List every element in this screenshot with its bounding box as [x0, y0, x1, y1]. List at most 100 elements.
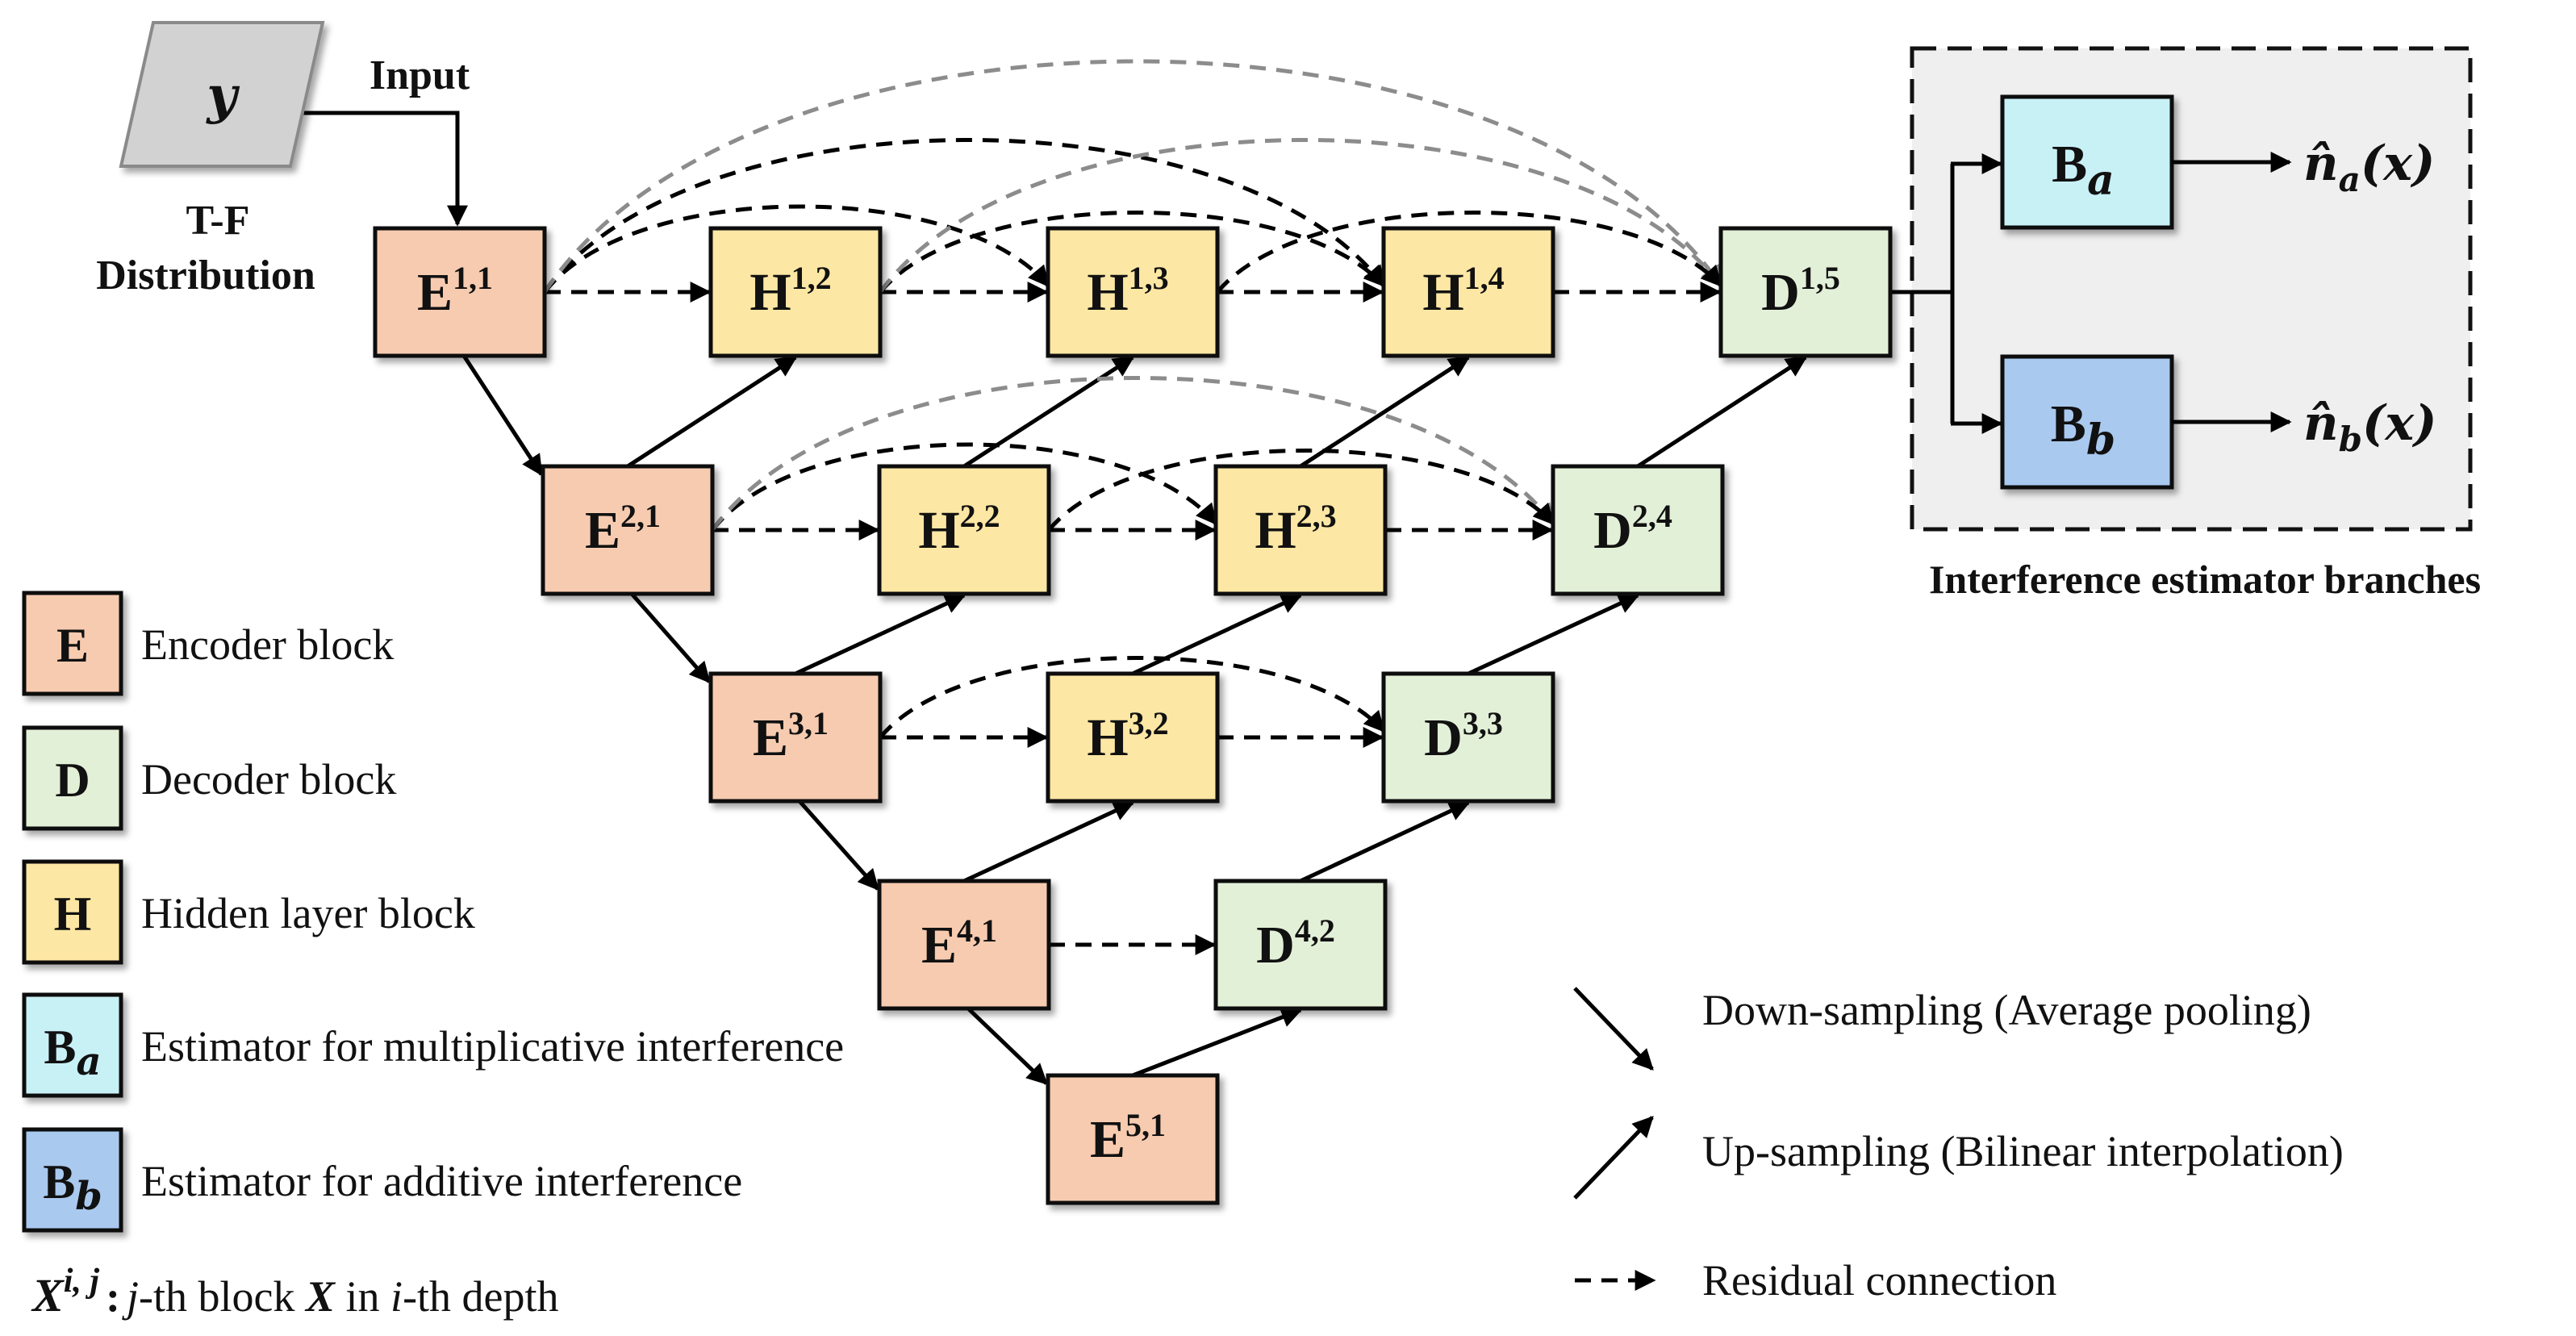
block-superscript: 1,1 [453, 260, 493, 296]
notation-superscript: i, j [64, 1263, 100, 1300]
branch-label: Ba [2052, 135, 2115, 205]
block-label: H1,4 [1422, 260, 1504, 322]
block-letter: D [1593, 501, 1632, 560]
block-superscript: 1,2 [791, 260, 832, 296]
block-label: E3,1 [753, 705, 829, 767]
block-superscript: 5,1 [1125, 1107, 1166, 1143]
skip-connection-arrow [542, 138, 1385, 294]
up-sampling-arrow [1132, 1007, 1303, 1078]
block-label: E2,1 [585, 498, 661, 560]
input-arrow [290, 111, 468, 227]
block-letter: D [1424, 708, 1463, 767]
block-letter: D [1256, 916, 1295, 975]
block-e-2-1: E2,1 [541, 464, 715, 596]
block-h-2-3: H2,3 [1213, 464, 1388, 596]
block-label: H1,3 [1087, 260, 1168, 322]
arrow-legend-text: Down-sampling (Average pooling) [1702, 986, 2311, 1034]
arrow-legend-text: Residual connection [1702, 1256, 2056, 1305]
legend-item-bb: Bb Estimator for additive interference [22, 1127, 742, 1233]
block-notation: Xi, j:j-th block X in i-th depth [31, 1263, 559, 1321]
input-label: Input [369, 52, 470, 98]
block-label: H3,2 [1087, 705, 1168, 767]
block-label: E1,1 [417, 260, 493, 322]
block-letter: H [1422, 263, 1463, 322]
skip-connection-arrow [1047, 449, 1555, 532]
block-label: E4,1 [921, 912, 997, 975]
tf-caption-line2: Distribution [96, 253, 315, 299]
branch-label: Bb [2051, 395, 2115, 465]
block-e-3-1: E3,1 [708, 671, 883, 804]
output-n-a: n̂a(x) [2303, 136, 2435, 199]
branches-title: Interference estimator branches [1929, 557, 2481, 602]
skip-connection-arrow [879, 656, 1385, 739]
block-e-4-1: E4,1 [877, 879, 1051, 1011]
legend-key: Bb [43, 1155, 102, 1219]
notation-mid1: -th block [139, 1272, 306, 1321]
legend-item-h: H Hidden layer block [22, 859, 475, 965]
notation-symbol: X [31, 1269, 65, 1321]
legend-text: Encoder block [141, 620, 394, 669]
block-e-1-1: E1,1 [373, 226, 547, 358]
down-sampling-arrow [798, 800, 879, 891]
up-sampling-arrow [794, 593, 967, 676]
block-superscript: 4,1 [957, 912, 997, 949]
block-superscript: 2,3 [1296, 498, 1337, 534]
block-letter: E [921, 916, 957, 975]
notation-colon: : [106, 1272, 120, 1321]
block-superscript: 3,1 [788, 705, 829, 741]
legend-key: Ba [44, 1021, 101, 1084]
block-superscript: 2,2 [960, 498, 1000, 534]
block-d-4-2: D4,2 [1213, 879, 1388, 1011]
down-sampling-arrow [967, 1007, 1048, 1085]
legend-key: H [54, 887, 92, 941]
notation-X: X [304, 1272, 336, 1321]
up-sampling-arrow [1636, 355, 1808, 469]
block-superscript: 3,3 [1463, 705, 1503, 741]
input-symbol: y [205, 65, 240, 126]
arrow-legend-up: Up-sampling (Bilinear interpolation) [1573, 1116, 2344, 1200]
legend-key: E [56, 619, 89, 672]
block-label: D1,5 [1761, 260, 1840, 322]
block-label: D2,4 [1593, 498, 1672, 560]
block-d-3-3: D3,3 [1381, 671, 1555, 804]
block-letter: E [753, 708, 788, 767]
legend-text: Estimator for additive interference [141, 1157, 742, 1205]
block-superscript: 3,2 [1129, 705, 1169, 741]
block-e-5-1: E5,1 [1046, 1073, 1220, 1205]
skip-connection-arrow [1216, 211, 1722, 294]
legend-item-ba: Ba Estimator for multiplicative interfere… [22, 992, 844, 1098]
up-sampling-arrow [1299, 800, 1471, 883]
up-sampling-arrow [962, 800, 1135, 883]
notation-i: i [390, 1272, 403, 1321]
skip-connection-arrow [711, 442, 1217, 532]
up-sampling-arrow [1299, 355, 1471, 469]
legend-text: Estimator for multiplicative interferenc… [141, 1022, 844, 1071]
notation-mid2: in [335, 1272, 390, 1321]
connection-arrows [290, 59, 2003, 1085]
arrow-legend: Down-sampling (Average pooling) Up-sampli… [1573, 986, 2344, 1305]
block-letter: E [417, 263, 453, 322]
skip-connection-arrow [543, 204, 1050, 294]
branch-block-ba: Ba n̂a(x) [2000, 94, 2435, 230]
block-superscript: 2,4 [1632, 498, 1672, 534]
block-h-1-2: H1,2 [708, 226, 883, 358]
block-label: H1,2 [749, 260, 831, 322]
arrow-legend-down: Down-sampling (Average pooling) [1573, 986, 2311, 1071]
block-label: E5,1 [1090, 1107, 1166, 1169]
input-node: y Input T-F Distribution [96, 21, 470, 299]
legend-item-e: E Encoder block [22, 591, 394, 696]
block-superscript: 2,1 [620, 498, 661, 534]
block-h-1-3: H1,3 [1046, 226, 1220, 358]
block-d-2-4: D2,4 [1551, 464, 1725, 596]
block-letter: D [1761, 263, 1800, 322]
legend-text: Hidden layer block [141, 889, 475, 937]
block-label: D4,2 [1256, 912, 1335, 975]
block-letter: H [749, 263, 791, 322]
down-sampling-arrow [630, 592, 711, 683]
